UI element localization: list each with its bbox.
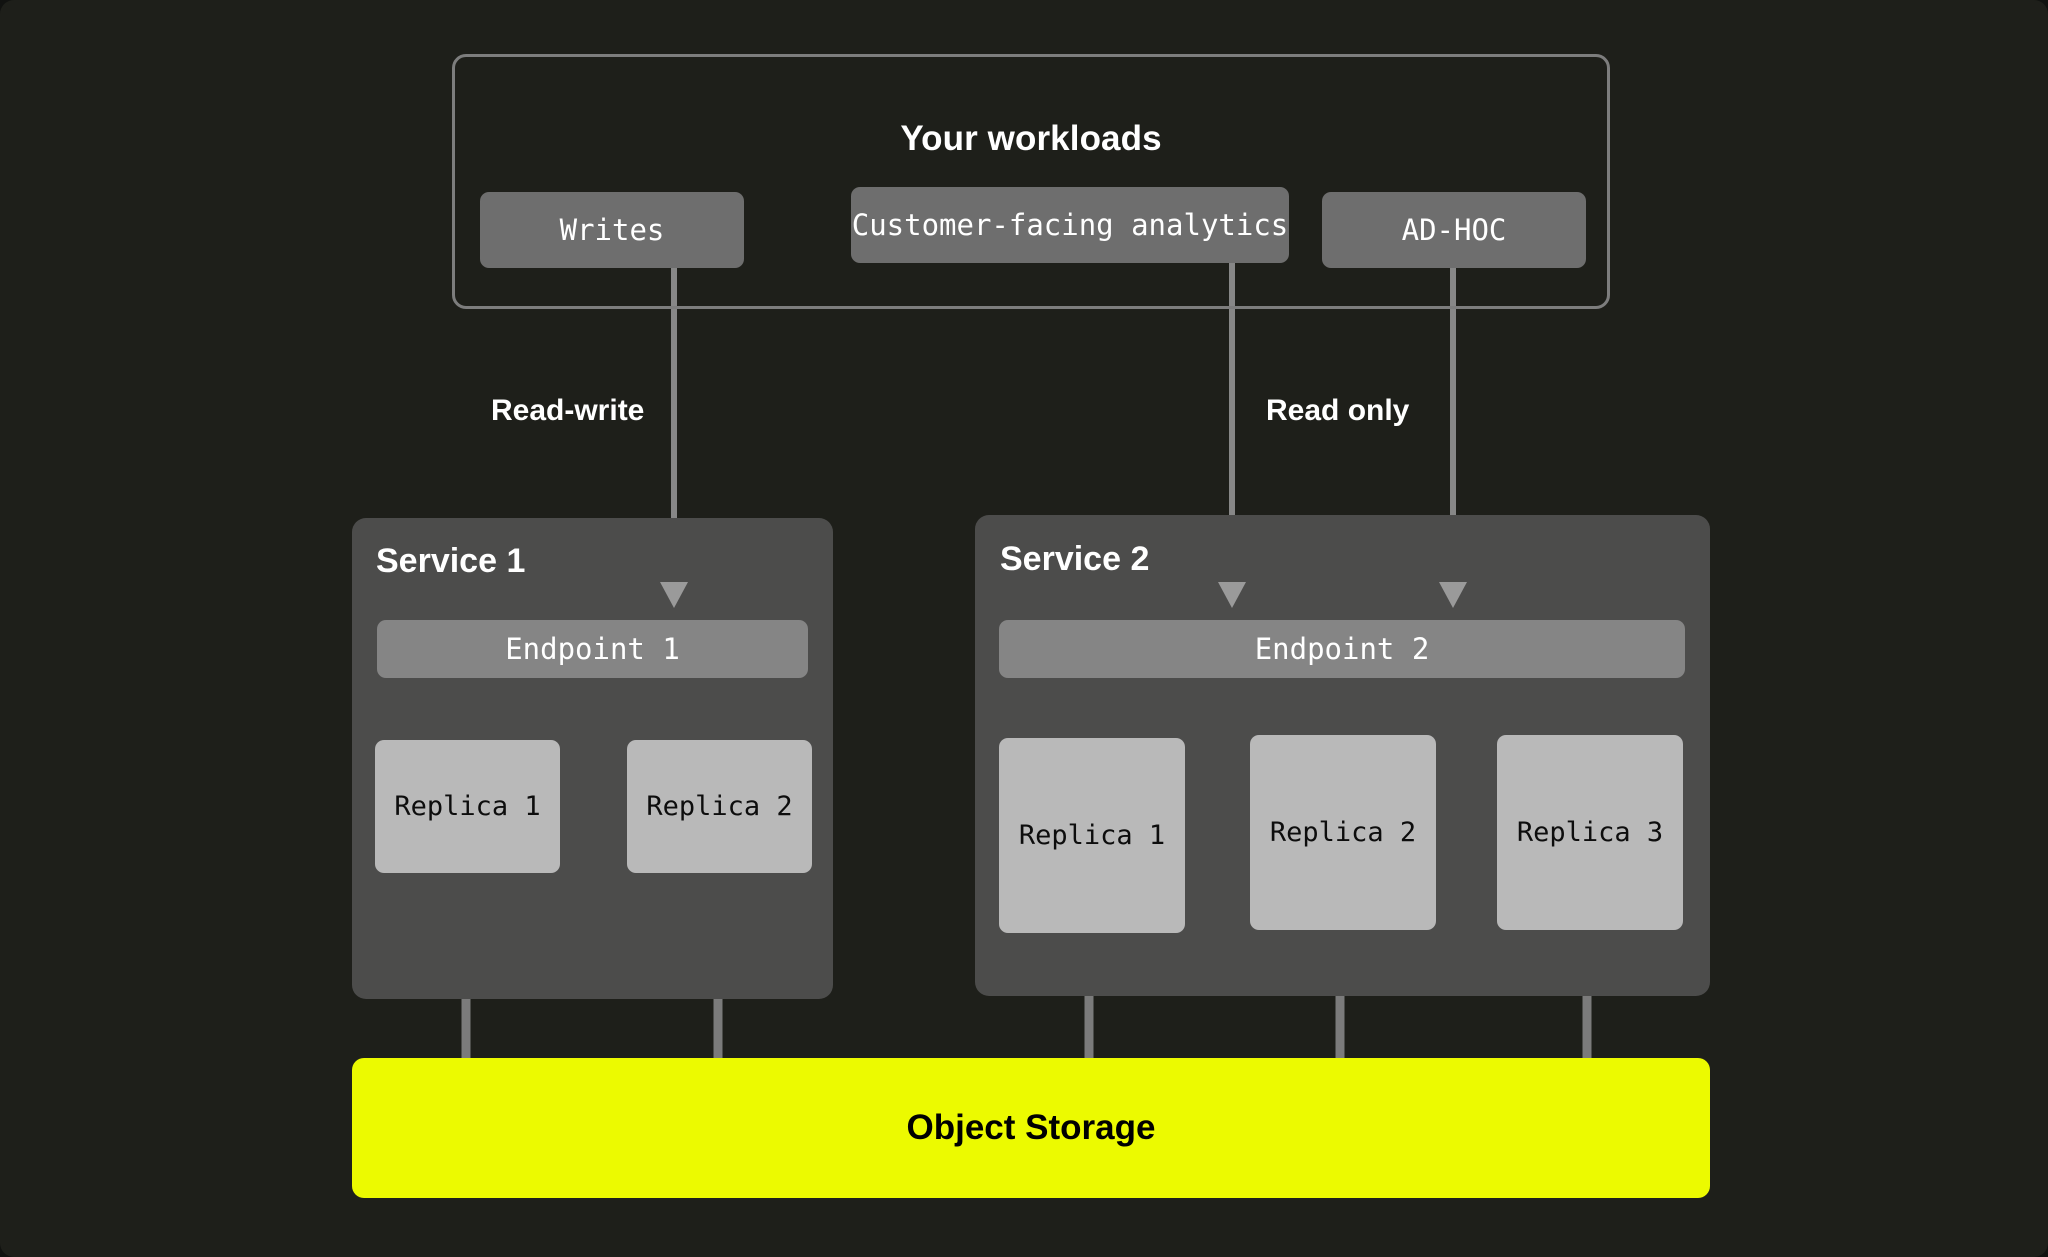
edge-label-read-write: Read-write <box>491 394 645 427</box>
endpoint-1[interactable]: Endpoint 1 <box>377 620 808 678</box>
workload-chip-label: Writes <box>559 213 665 247</box>
replica-label: Replica 2 <box>1269 817 1417 848</box>
replica-label: Replica 3 <box>1516 817 1664 848</box>
service-2-replica-3[interactable]: Replica 3 <box>1497 735 1683 930</box>
endpoint-label: Endpoint 2 <box>1254 632 1430 666</box>
object-storage-bar[interactable]: Object Storage <box>352 1058 1710 1198</box>
workload-chip-customer-facing-analytics[interactable]: Customer-facing analytics <box>851 187 1289 263</box>
endpoint-label: Endpoint 1 <box>505 632 680 666</box>
service-2-replica-1[interactable]: Replica 1 <box>999 738 1185 933</box>
workloads-title: Your workloads <box>900 119 1162 158</box>
replica-label: Replica 1 <box>394 791 541 822</box>
replica-label: Replica 1 <box>1018 820 1166 851</box>
service-1-replica-2[interactable]: Replica 2 <box>627 740 812 873</box>
service-1-replica-1[interactable]: Replica 1 <box>375 740 560 873</box>
replica-label: Replica 2 <box>646 791 793 822</box>
workload-chip-writes[interactable]: Writes <box>480 192 744 268</box>
workload-chip-label: AD-HOC <box>1401 213 1507 247</box>
endpoint-2[interactable]: Endpoint 2 <box>999 620 1685 678</box>
workloads-panel: Your workloads <box>452 54 1610 309</box>
workload-chip-ad-hoc[interactable]: AD-HOC <box>1322 192 1586 268</box>
service-1-title: Service 1 <box>376 542 526 580</box>
workload-chip-label: Customer-facing analytics <box>851 208 1289 242</box>
service-2-title: Service 2 <box>1000 540 1150 578</box>
service-2-replica-2[interactable]: Replica 2 <box>1250 735 1436 930</box>
object-storage-label: Object Storage <box>906 1108 1156 1147</box>
edge-label-read-only: Read only <box>1266 394 1410 427</box>
